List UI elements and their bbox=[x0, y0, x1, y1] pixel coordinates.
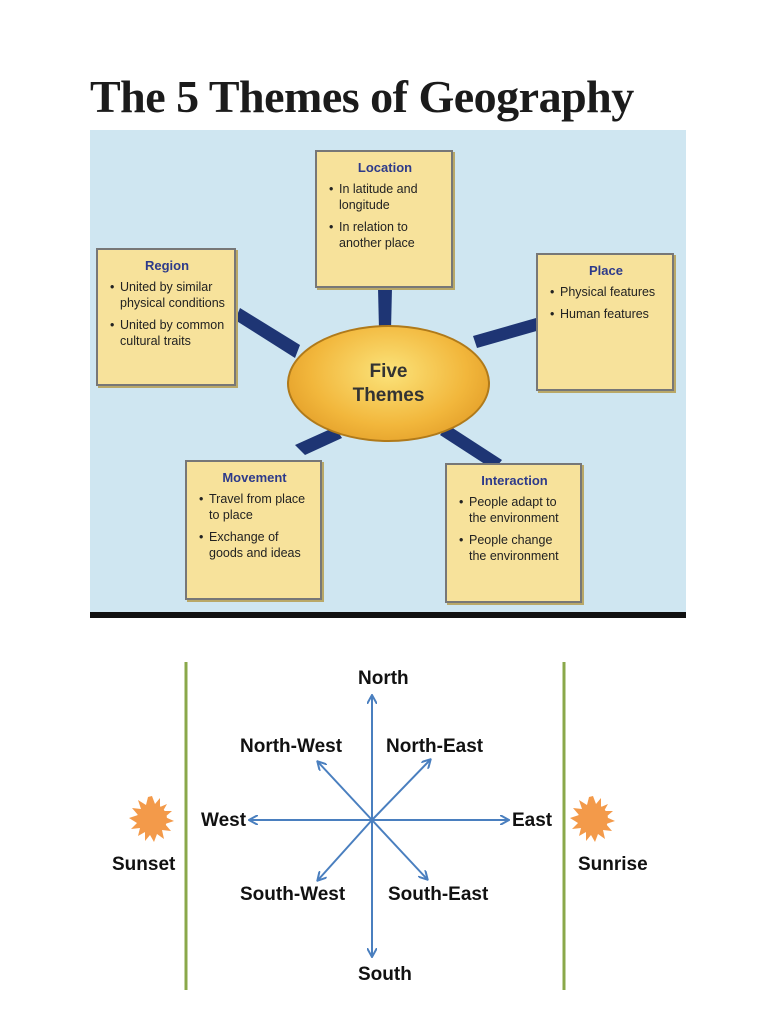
theme-title: Interaction bbox=[481, 473, 548, 488]
label-northeast: North-East bbox=[386, 736, 484, 757]
theme-box-movement: Movement Travel from place to place Exch… bbox=[185, 460, 322, 600]
label-north: North bbox=[358, 668, 409, 689]
theme-item: Human features bbox=[550, 306, 664, 322]
theme-box-location: Location In latitude and longitude In re… bbox=[315, 150, 453, 288]
theme-item: In latitude and longitude bbox=[329, 181, 443, 213]
spoke-movement bbox=[295, 427, 342, 455]
theme-item: In relation to another place bbox=[329, 219, 443, 251]
center-label-line2: Themes bbox=[352, 384, 425, 406]
theme-title: Region bbox=[144, 258, 190, 273]
theme-box-place: Place Physical features Human features bbox=[536, 253, 674, 391]
spoke-location bbox=[378, 288, 392, 330]
label-southwest: South-West bbox=[240, 884, 346, 905]
sunset-sun-icon bbox=[129, 796, 174, 842]
theme-item: United by common cultural traits bbox=[110, 317, 226, 349]
arrow-southwest bbox=[318, 819, 373, 880]
center-label-line1: Five bbox=[369, 360, 408, 382]
label-west: West bbox=[201, 810, 247, 831]
theme-item: People change the environment bbox=[459, 532, 572, 564]
theme-title: Place bbox=[589, 263, 623, 278]
sunrise-sun-icon bbox=[570, 796, 615, 842]
theme-title: Movement bbox=[222, 470, 287, 485]
theme-item: Physical features bbox=[550, 284, 664, 300]
arrow-northwest bbox=[318, 762, 373, 821]
center-ellipse: Five Themes bbox=[287, 325, 490, 442]
theme-spokes bbox=[235, 288, 540, 470]
label-south: South bbox=[358, 964, 412, 985]
page-title: The 5 Themes of Geography bbox=[90, 71, 634, 122]
spoke-interaction bbox=[440, 425, 502, 470]
label-sunrise: Sunrise bbox=[578, 854, 648, 875]
label-southeast: South-East bbox=[388, 884, 489, 905]
theme-box-region: Region United by similar physical condit… bbox=[96, 248, 236, 386]
spoke-region bbox=[235, 308, 300, 358]
theme-item: United by similar physical conditions bbox=[110, 279, 226, 311]
label-northwest: North-West bbox=[240, 736, 343, 757]
theme-item: People adapt to the environment bbox=[459, 494, 572, 526]
compass-diagram bbox=[184, 662, 566, 990]
arrow-northeast bbox=[371, 760, 430, 821]
arrow-southeast bbox=[371, 819, 427, 879]
theme-item: Travel from place to place bbox=[199, 491, 312, 523]
spoke-place bbox=[473, 318, 540, 348]
theme-box-interaction: Interaction People adapt to the environm… bbox=[445, 463, 582, 603]
theme-item: Exchange of goods and ideas bbox=[199, 529, 312, 561]
label-east: East bbox=[512, 810, 553, 831]
label-sunset: Sunset bbox=[112, 854, 176, 875]
theme-title: Location bbox=[357, 160, 413, 175]
section-divider bbox=[90, 612, 686, 618]
